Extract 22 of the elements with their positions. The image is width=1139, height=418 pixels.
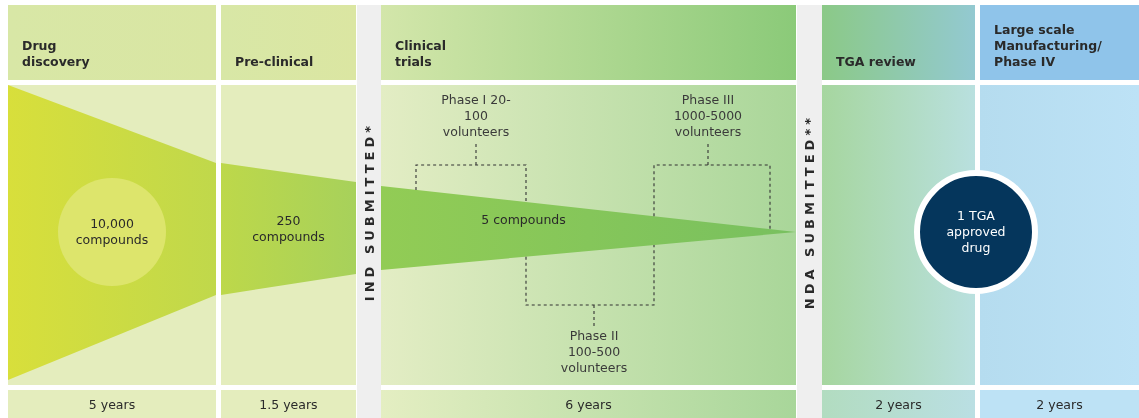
phase-header: Drug discovery [8,5,216,80]
duration-label: 6 years [381,390,796,418]
duration-label: 1.5 years [221,390,356,418]
duration-label: 5 years [8,390,216,418]
duration-label: 2 years [822,390,975,418]
phase-header: Large scale Manufacturing/ Phase IV [980,5,1139,80]
phase-label: Phase I 20-100 volunteers [436,92,516,142]
phase-header: Clinical trials [381,5,796,80]
compound-count: 250 compounds [251,213,326,245]
phase-header: TGA review [822,5,975,80]
milestone-label: NDA SUBMITTED** [802,113,817,310]
phase-header: Pre-clinical [221,5,356,80]
dashed-bracket [525,244,655,327]
dashed-bracket [415,143,527,203]
milestone-band [357,5,381,418]
milestone-band [797,5,822,418]
phase-label: Phase II 100-500 volunteers [554,328,634,378]
duration-label: 2 years [980,390,1139,418]
compound-count: 5 compounds [481,212,566,228]
dashed-bracket [653,143,771,230]
milestone-label: IND SUBMITTED* [361,121,377,302]
phase-label: Phase III 1000-5000 volunteers [664,92,752,142]
